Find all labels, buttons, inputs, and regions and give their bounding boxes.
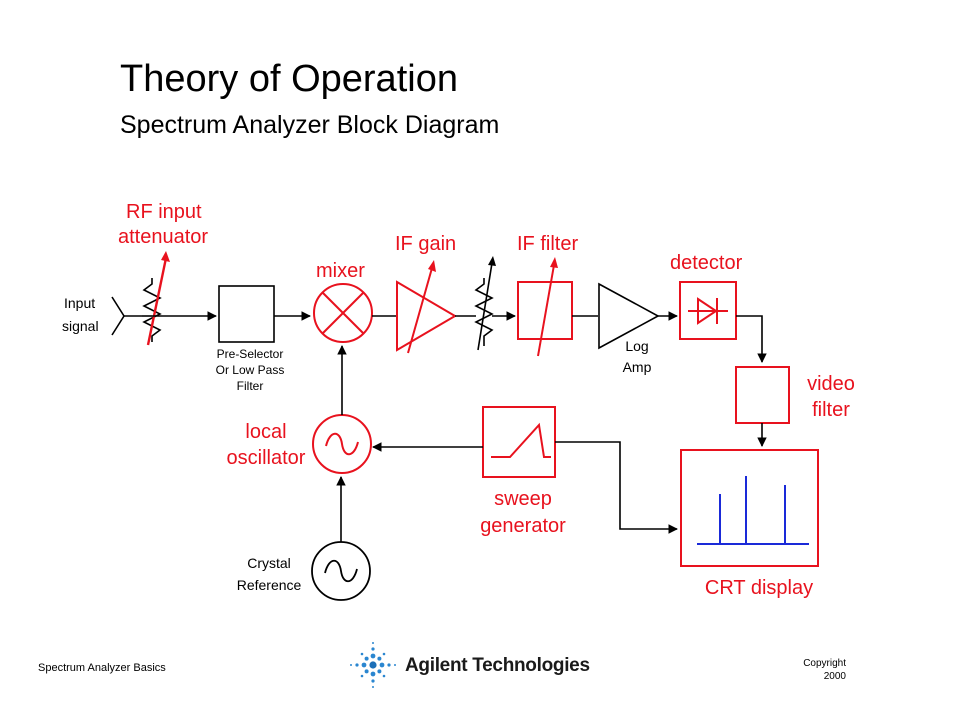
video-filter-box: [735, 366, 790, 424]
agilent-spark-logo: [350, 642, 396, 688]
preselector-label-line3: Filter: [237, 379, 264, 393]
rf-attenuator-label-line2: attenuator: [118, 226, 208, 248]
log-amp-label-line1: Log: [625, 338, 648, 354]
page-title: Theory of Operation: [120, 58, 458, 100]
input-connector: [111, 296, 142, 336]
mixer-label: mixer: [316, 260, 365, 282]
crystal-reference-symbol: [311, 476, 371, 601]
local-oscillator-label-line2: oscillator: [227, 447, 306, 469]
input-label-line1: Input: [64, 295, 95, 311]
crt-display-label: CRT display: [705, 577, 813, 599]
rf-attenuator-label-line1: RF input: [126, 201, 202, 223]
crt-display-symbol: [680, 449, 819, 567]
if-filter-symbol: [517, 257, 598, 357]
sweep-generator-label-line2: generator: [480, 515, 566, 537]
local-oscillator-symbol: [312, 345, 372, 474]
preselector-label-line2: Or Low Pass: [216, 363, 285, 377]
sweep-generator-symbol: [372, 406, 678, 534]
if-gain-symbol: [396, 260, 476, 354]
page-subtitle: Spectrum Analyzer Block Diagram: [120, 111, 500, 139]
copyright-line1: Copyright: [803, 658, 846, 669]
crystal-reference-label-line2: Reference: [237, 577, 302, 593]
preselector-box: [218, 285, 275, 343]
sweep-generator-label-line1: sweep: [494, 488, 552, 510]
video-filter-label-line1: video: [807, 373, 855, 395]
local-oscillator-label-line1: local: [245, 421, 286, 443]
crystal-reference-label-line1: Crystal: [247, 555, 291, 571]
detector-label: detector: [670, 252, 743, 274]
preselector-label-line1: Pre-Selector: [217, 347, 284, 361]
footer-left-text: Spectrum Analyzer Basics: [38, 662, 166, 674]
detector-symbol: [679, 281, 767, 363]
input-label-line2: signal: [62, 318, 99, 334]
log-amp-label-line2: Amp: [623, 359, 652, 375]
if-filter-label: IF filter: [517, 233, 578, 255]
if-gain-label: IF gain: [395, 233, 456, 255]
video-filter-label-line2: filter: [812, 399, 850, 421]
rf-attenuator-symbol: [142, 251, 217, 346]
if-attenuator-symbol: [474, 256, 516, 351]
log-amp-symbol: [598, 282, 678, 350]
company-name: Agilent Technologies: [405, 655, 590, 676]
mixer-symbol: [313, 283, 396, 343]
copyright-line2: 2000: [823, 671, 846, 682]
